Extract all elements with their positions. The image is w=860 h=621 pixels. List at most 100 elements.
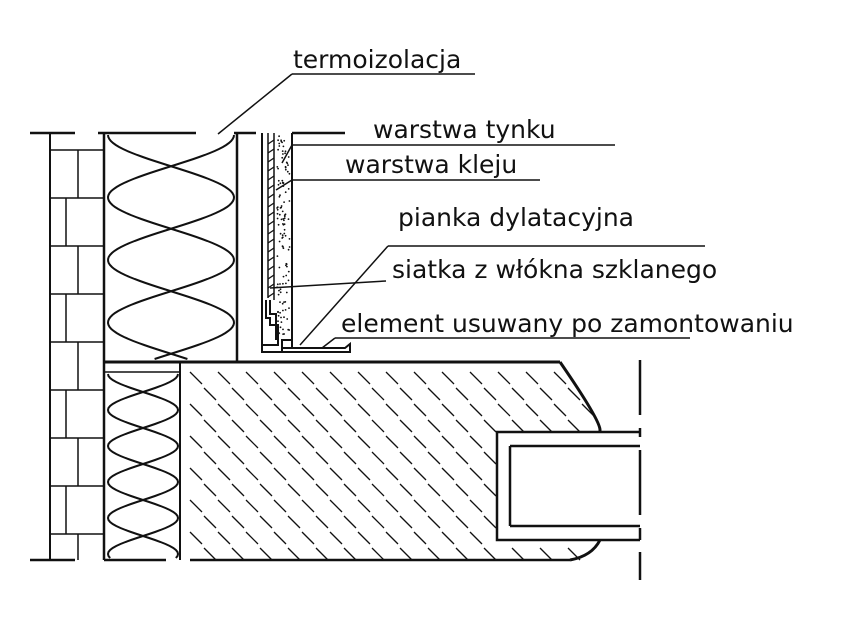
- adhesive-stipple: [278, 213, 281, 216]
- frame-hatch: [245, 371, 259, 385]
- adhesive-stipple: [284, 191, 287, 194]
- frame-hatch: [329, 467, 343, 481]
- adhesive-stipple: [277, 320, 279, 323]
- frame-hatch: [441, 403, 455, 417]
- frame-hatch: [455, 419, 469, 433]
- label-element-usuwany: element usuwany po zamontowaniu: [341, 309, 794, 338]
- frame-hatch: [301, 371, 315, 385]
- adhesive-stipple: [280, 218, 283, 221]
- frame-hatch: [273, 531, 287, 545]
- adhesive-stipple: [278, 289, 280, 292]
- leader-lines: [217, 73, 705, 349]
- frame-hatch: [469, 435, 483, 449]
- label-termoizolacja: termoizolacja: [293, 45, 461, 74]
- adhesive-stipple: [279, 194, 281, 197]
- frame-hatch: [315, 547, 329, 561]
- adhesive-stipple: [277, 314, 280, 317]
- render-hatch: [267, 265, 275, 271]
- adhesive-stipple: [277, 179, 280, 182]
- frame-hatch: [343, 387, 357, 401]
- frame-hatch: [441, 371, 455, 385]
- adhesive-stipple: [287, 156, 290, 158]
- frame-hatch: [245, 403, 259, 417]
- render-hatch: [267, 247, 275, 253]
- render-hatch: [267, 193, 275, 199]
- adhesive-stipple: [277, 167, 279, 170]
- frame-hatch: [189, 371, 203, 385]
- frame-hatch: [413, 435, 427, 449]
- frame-hatch: [287, 419, 301, 433]
- frame-hatch: [539, 419, 553, 433]
- frame-hatch: [315, 451, 329, 465]
- adhesive-stipple: [283, 217, 286, 220]
- adhesive-stipple: [276, 208, 279, 211]
- frame-hatch: [287, 547, 301, 561]
- render-hatch: [267, 139, 275, 145]
- adhesive-stipple: [288, 307, 290, 309]
- frame-hatch: [301, 531, 315, 545]
- frame-hatch: [343, 515, 357, 529]
- frame-hatch: [469, 499, 483, 513]
- frame-hatch: [427, 451, 441, 465]
- adhesive-stipple: [286, 162, 289, 165]
- profile-and-removable-element: [261, 300, 351, 353]
- frame-hatch: [455, 547, 469, 561]
- frame-hatch: [385, 531, 399, 545]
- frame-hatch: [455, 483, 469, 497]
- frame-hatch: [217, 435, 231, 449]
- adhesive-stipple: [282, 153, 284, 155]
- adhesive-stipple: [283, 316, 285, 319]
- brick-wall: [49, 133, 106, 560]
- frame-hatch: [259, 515, 273, 529]
- frame-hatch: [203, 387, 217, 401]
- adhesive-stipple: [276, 166, 279, 168]
- adhesive-stipple: [279, 288, 282, 291]
- adhesive-stipple: [279, 283, 281, 285]
- frame-hatch: [357, 435, 371, 449]
- adhesive-stipple: [283, 214, 286, 217]
- frame-hatch: [371, 419, 385, 433]
- adhesive-stipple: [284, 165, 287, 168]
- frame-hatch: [231, 515, 245, 529]
- frame-hatch: [511, 419, 525, 433]
- adhesive-stipple: [282, 245, 284, 248]
- frame-hatch: [357, 531, 371, 545]
- adhesive-stipple: [285, 274, 288, 277]
- frame-hatch: [413, 499, 427, 513]
- adhesive-stipple: [288, 246, 291, 248]
- frame-hatch: [581, 403, 595, 417]
- frame-hatch: [483, 515, 497, 529]
- adhesive-stipple: [278, 240, 281, 243]
- frame-hatch: [511, 387, 525, 401]
- adhesive-stipple: [279, 232, 282, 235]
- frame-hatch: [427, 387, 441, 401]
- frame-hatch: [315, 419, 329, 433]
- window-frame-section: [189, 361, 602, 562]
- adhesive-stipple: [285, 262, 288, 265]
- adhesive-stipple: [281, 141, 283, 144]
- adhesive-stipple: [279, 291, 282, 294]
- adhesive-stipple: [282, 223, 285, 226]
- adhesive-stipple: [280, 321, 283, 323]
- frame-hatch: [525, 371, 539, 385]
- frame-hatch: [203, 419, 217, 433]
- frame-hatch: [273, 403, 287, 417]
- frame-hatch: [203, 451, 217, 465]
- adhesive-stipple: [283, 201, 285, 204]
- adhesive-stipple: [276, 283, 279, 286]
- adhesive-stipple: [277, 183, 280, 186]
- frame-hatch: [231, 547, 245, 561]
- adhesive-stipple: [277, 223, 280, 226]
- insulation-wave: [107, 134, 236, 360]
- adhesive-stipple: [287, 164, 289, 167]
- frame-hatch: [455, 387, 469, 401]
- frame-hatch: [511, 547, 525, 561]
- adhesive-stipple: [282, 182, 284, 185]
- frame-hatch: [483, 387, 497, 401]
- frame-hatch: [189, 531, 203, 545]
- adhesive-stipple: [288, 238, 291, 240]
- frame-hatch: [329, 499, 343, 513]
- frame-hatch: [469, 467, 483, 481]
- frame-hatch: [441, 467, 455, 481]
- adhesive-stipple: [277, 311, 279, 314]
